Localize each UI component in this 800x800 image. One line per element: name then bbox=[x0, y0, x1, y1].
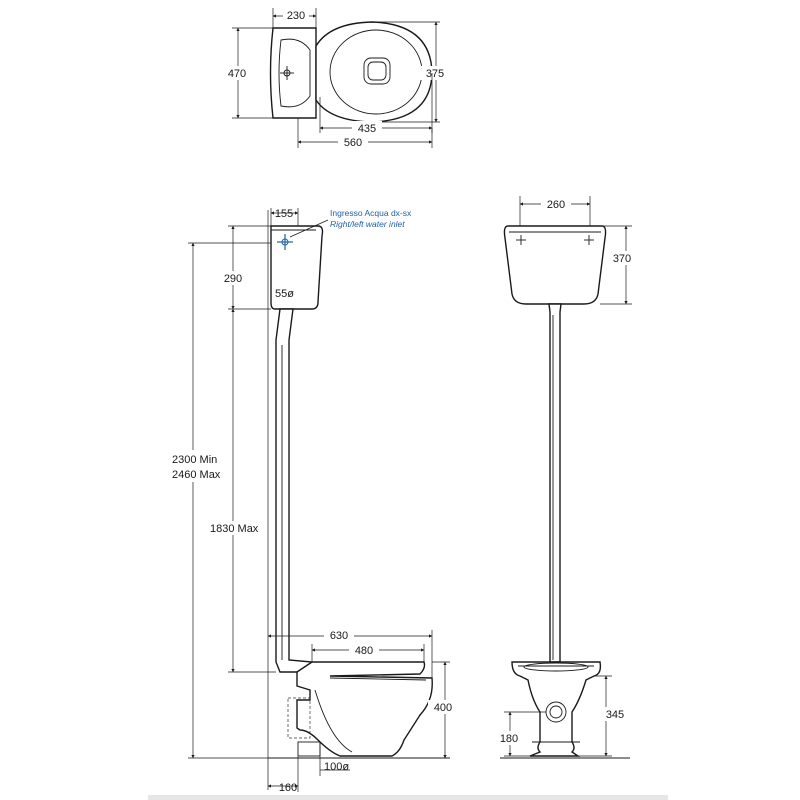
dim-155-label: 155 bbox=[275, 208, 293, 220]
front-view-screw-right bbox=[584, 235, 594, 245]
side-view-pan bbox=[296, 661, 433, 757]
dim-55-label: 55ø bbox=[275, 288, 294, 300]
dim-290-label: 290 bbox=[224, 273, 242, 285]
inlet-note-it: Ingresso Acqua dx-sx bbox=[330, 208, 412, 218]
top-view-inlet-cross bbox=[280, 66, 294, 80]
dim-375-label: 375 bbox=[426, 68, 444, 80]
side-view-flush-pipe bbox=[275, 308, 313, 673]
dim-100-label: 100ø bbox=[324, 761, 349, 773]
inlet-note-en: Right/left water inlet bbox=[330, 219, 405, 229]
dim-400-label: 400 bbox=[434, 702, 452, 714]
dim-470-label: 470 bbox=[228, 68, 246, 80]
dim-370-label: 370 bbox=[613, 253, 631, 265]
front-view-cistern bbox=[503, 225, 607, 305]
dim-260-label: 260 bbox=[547, 199, 565, 211]
front-view-flush-pipe bbox=[548, 303, 562, 663]
top-view-bowl bbox=[315, 21, 433, 123]
bottom-strip bbox=[148, 795, 668, 800]
dim-560-label: 560 bbox=[344, 137, 362, 149]
dim-630-label: 630 bbox=[330, 630, 348, 642]
dim-160-label: 160 bbox=[279, 782, 297, 794]
side-view: Ingresso Acqua dx-sx Right/left water in… bbox=[172, 208, 458, 794]
dim-480-label: 480 bbox=[355, 645, 373, 657]
dim-230-label: 230 bbox=[287, 10, 305, 22]
top-view: 230 470 375 435 560 bbox=[222, 8, 450, 149]
dim-180-label: 180 bbox=[500, 733, 518, 745]
front-view: 260 370 345 180 bbox=[496, 196, 640, 759]
dim-435-label: 435 bbox=[358, 123, 376, 135]
dim-345-label: 345 bbox=[606, 709, 624, 721]
top-view-drain bbox=[363, 57, 391, 85]
front-view-screw-left bbox=[516, 235, 526, 245]
dim-2460-label: 2460 Max bbox=[172, 469, 221, 481]
dim-2300-label: 2300 Min bbox=[172, 454, 217, 466]
side-view-inlet-cross bbox=[277, 234, 293, 250]
side-view-cistern bbox=[270, 225, 324, 310]
dim-1830-label: 1830 Max bbox=[210, 523, 259, 535]
